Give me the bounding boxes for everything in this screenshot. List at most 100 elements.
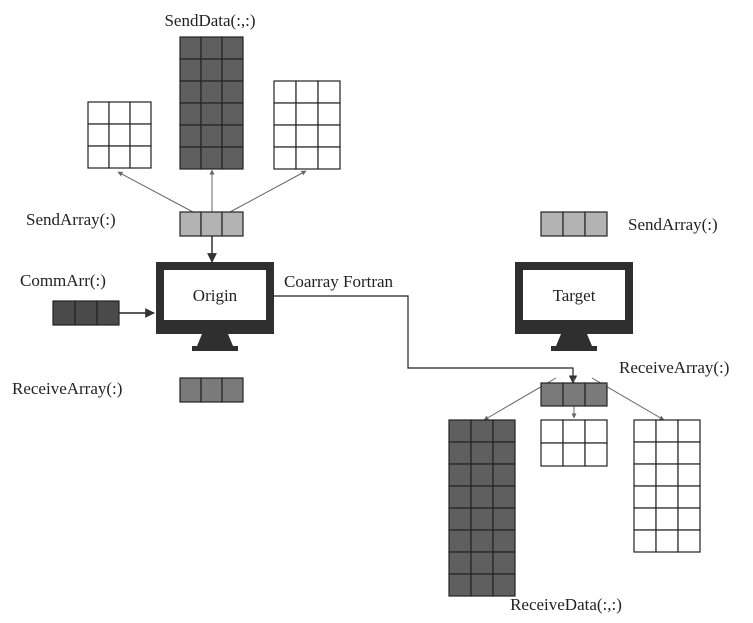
array-cell [633, 419, 657, 443]
array-cell [448, 529, 472, 553]
array-cell [492, 507, 516, 531]
array-grids [52, 36, 701, 597]
array-cell [492, 419, 516, 443]
sendarray-target-array [540, 211, 608, 237]
array-cell [470, 551, 494, 575]
array-cell [448, 551, 472, 575]
array-cell [295, 146, 319, 170]
array-cell [448, 441, 472, 465]
array-cell [179, 58, 202, 82]
array-cell [633, 441, 657, 465]
array-cell [677, 507, 701, 531]
array-cell [655, 485, 679, 509]
receivedata-label: ReceiveData(:,:) [510, 595, 622, 614]
array-cell [200, 58, 223, 82]
array-cell [200, 146, 223, 170]
receivedata-matrix [448, 419, 516, 597]
array-cell [200, 124, 223, 148]
array-cell [200, 102, 223, 126]
right-empty-target-matrix [633, 419, 701, 553]
array-cell [677, 485, 701, 509]
array-cell [295, 124, 319, 148]
array-cell [562, 211, 586, 237]
array-cell [448, 573, 472, 597]
array-cell [633, 463, 657, 487]
target-label: Target [553, 286, 596, 305]
sendarray-origin-label: SendArray(:) [26, 210, 116, 229]
array-cell [273, 146, 297, 170]
target-monitor-icon: Target [515, 262, 633, 351]
array-cell [562, 382, 586, 407]
receivearray-target-array [540, 382, 608, 407]
array-cell [87, 123, 110, 147]
array-cell [129, 101, 152, 125]
array-cell [221, 146, 244, 170]
array-cell [562, 442, 586, 467]
array-cell [492, 529, 516, 553]
array-cell [540, 211, 564, 237]
array-cell [470, 441, 494, 465]
array-cell [295, 102, 319, 126]
array-cell [448, 485, 472, 509]
array-cell [492, 485, 516, 509]
array-cell [108, 101, 131, 125]
array-cell [295, 80, 319, 104]
coarray-fortran-label: Coarray Fortran [284, 272, 394, 291]
senddata-matrix [179, 36, 244, 170]
array-cell [470, 485, 494, 509]
array-cell [655, 529, 679, 553]
array-cell [52, 300, 76, 326]
array-cell [179, 377, 202, 403]
array-cell [633, 485, 657, 509]
array-cell [221, 80, 244, 104]
array-cell [221, 36, 244, 60]
array-cell [584, 419, 608, 444]
receivearray-target-label: ReceiveArray(:) [619, 358, 729, 377]
array-cell [179, 146, 202, 170]
array-cell [200, 377, 223, 403]
array-cell [129, 145, 152, 169]
array-cell [179, 36, 202, 60]
array-cell [179, 211, 202, 237]
array-cell [470, 507, 494, 531]
array-cell [470, 419, 494, 443]
array-cell [492, 551, 516, 575]
array-cell [273, 124, 297, 148]
array-cell [584, 211, 608, 237]
array-cell [74, 300, 98, 326]
array-cell [677, 419, 701, 443]
senddata-label: SendData(:,:) [164, 11, 255, 30]
array-cell [540, 419, 564, 444]
fan-line-to-right-matrix [229, 170, 307, 213]
receivearray-origin-label: ReceiveArray(:) [12, 379, 122, 398]
array-cell [633, 529, 657, 553]
array-cell [317, 124, 341, 148]
array-cell [273, 102, 297, 126]
right-empty-matrix [273, 80, 341, 170]
labels: SendData(:,:) SendArray(:) SendArray(:) … [12, 11, 729, 614]
origin-label: Origin [193, 286, 238, 305]
array-cell [221, 124, 244, 148]
array-cell [470, 463, 494, 487]
array-cell [108, 145, 131, 169]
array-cell [633, 507, 657, 531]
array-cell [448, 419, 472, 443]
array-cell [562, 419, 586, 444]
array-cell [317, 102, 341, 126]
array-cell [584, 382, 608, 407]
array-cell [317, 80, 341, 104]
array-cell [87, 101, 110, 125]
array-cell [540, 442, 564, 467]
array-cell [492, 573, 516, 597]
array-cell [492, 441, 516, 465]
array-cell [655, 419, 679, 443]
left-empty-matrix [87, 101, 152, 169]
array-cell [655, 507, 679, 531]
arrow-coarray-transfer [274, 295, 578, 384]
array-cell [448, 507, 472, 531]
array-cell [655, 463, 679, 487]
array-cell [448, 463, 472, 487]
array-cell [179, 80, 202, 104]
